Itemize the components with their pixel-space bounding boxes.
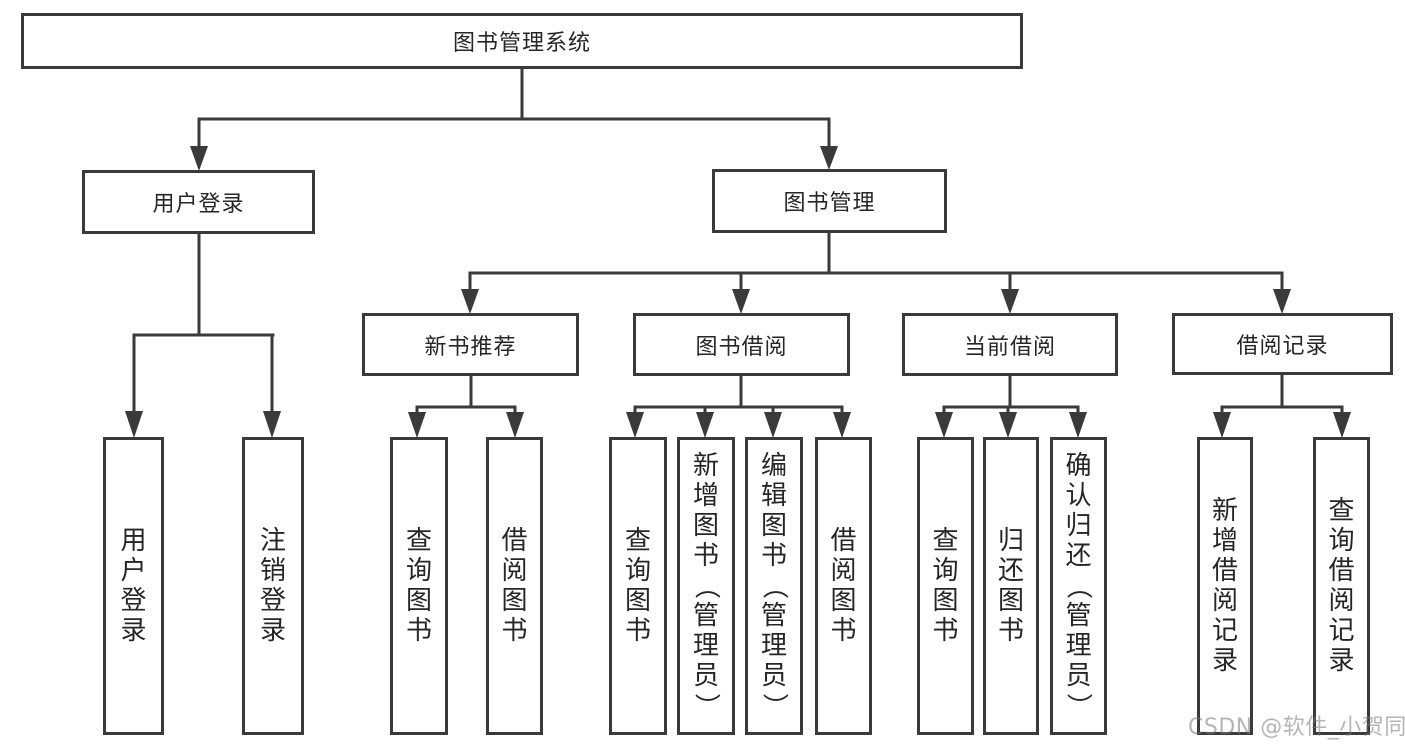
leaf-query-books-current: 查询图书 — [917, 437, 974, 735]
node-label: 编辑图书（管理员） — [758, 451, 789, 720]
node-label: 用户登录 — [120, 526, 147, 646]
node-label: 确认归还（管理员） — [1063, 451, 1094, 720]
node-label: 图书借阅 — [695, 334, 788, 360]
node-label: 查询借阅记录 — [1328, 496, 1355, 676]
leaf-query-borrow-record: 查询借阅记录 — [1313, 437, 1370, 735]
node-new-book-recommendation: 新书推荐 — [362, 313, 579, 376]
node-book-management: 图书管理 — [712, 169, 947, 233]
leaf-return-book: 归还图书 — [983, 437, 1039, 735]
leaf-borrow-books-recommend: 借阅图书 — [486, 437, 543, 735]
node-label: 借阅图书 — [830, 526, 857, 646]
node-label: 新增借阅记录 — [1211, 496, 1238, 676]
csdn-watermark: CSDN @软件_小贺同学 — [1188, 715, 1405, 740]
node-current-borrowing: 当前借阅 — [902, 313, 1118, 376]
node-label: 新书推荐 — [424, 334, 517, 360]
leaf-edit-book-admin: 编辑图书（管理员） — [745, 437, 803, 735]
leaf-query-books-recommend: 查询图书 — [390, 437, 448, 735]
node-borrowing-records: 借阅记录 — [1172, 313, 1393, 375]
node-label: 图书管理系统 — [452, 31, 591, 56]
node-label: 借阅图书 — [501, 526, 528, 646]
node-label: 查询图书 — [405, 526, 432, 646]
node-label: 当前借阅 — [963, 334, 1056, 360]
node-label: 新增图书（管理员） — [690, 451, 721, 720]
node-label: 查询图书 — [932, 526, 959, 646]
node-library-management-system: 图书管理系统 — [21, 13, 1023, 69]
leaf-borrow-books: 借阅图书 — [815, 437, 872, 735]
leaf-add-borrow-record: 新增借阅记录 — [1197, 437, 1253, 735]
leaf-confirm-return-admin: 确认归还（管理员） — [1050, 437, 1107, 735]
leaf-query-books-borrowing: 查询图书 — [609, 437, 667, 735]
node-label: 用户登录 — [152, 192, 245, 217]
node-user-login: 用户登录 — [82, 170, 315, 234]
leaf-user-login: 用户登录 — [103, 437, 164, 735]
leaf-add-book-admin: 新增图书（管理员） — [677, 437, 735, 735]
node-label: 图书管理 — [783, 191, 876, 216]
node-label: 借阅记录 — [1236, 334, 1329, 359]
node-label: 查询图书 — [624, 526, 651, 646]
node-label: 归还图书 — [997, 526, 1024, 646]
node-book-borrowing: 图书借阅 — [633, 313, 850, 376]
node-label: 注销登录 — [259, 526, 286, 646]
leaf-logout: 注销登录 — [242, 437, 304, 735]
